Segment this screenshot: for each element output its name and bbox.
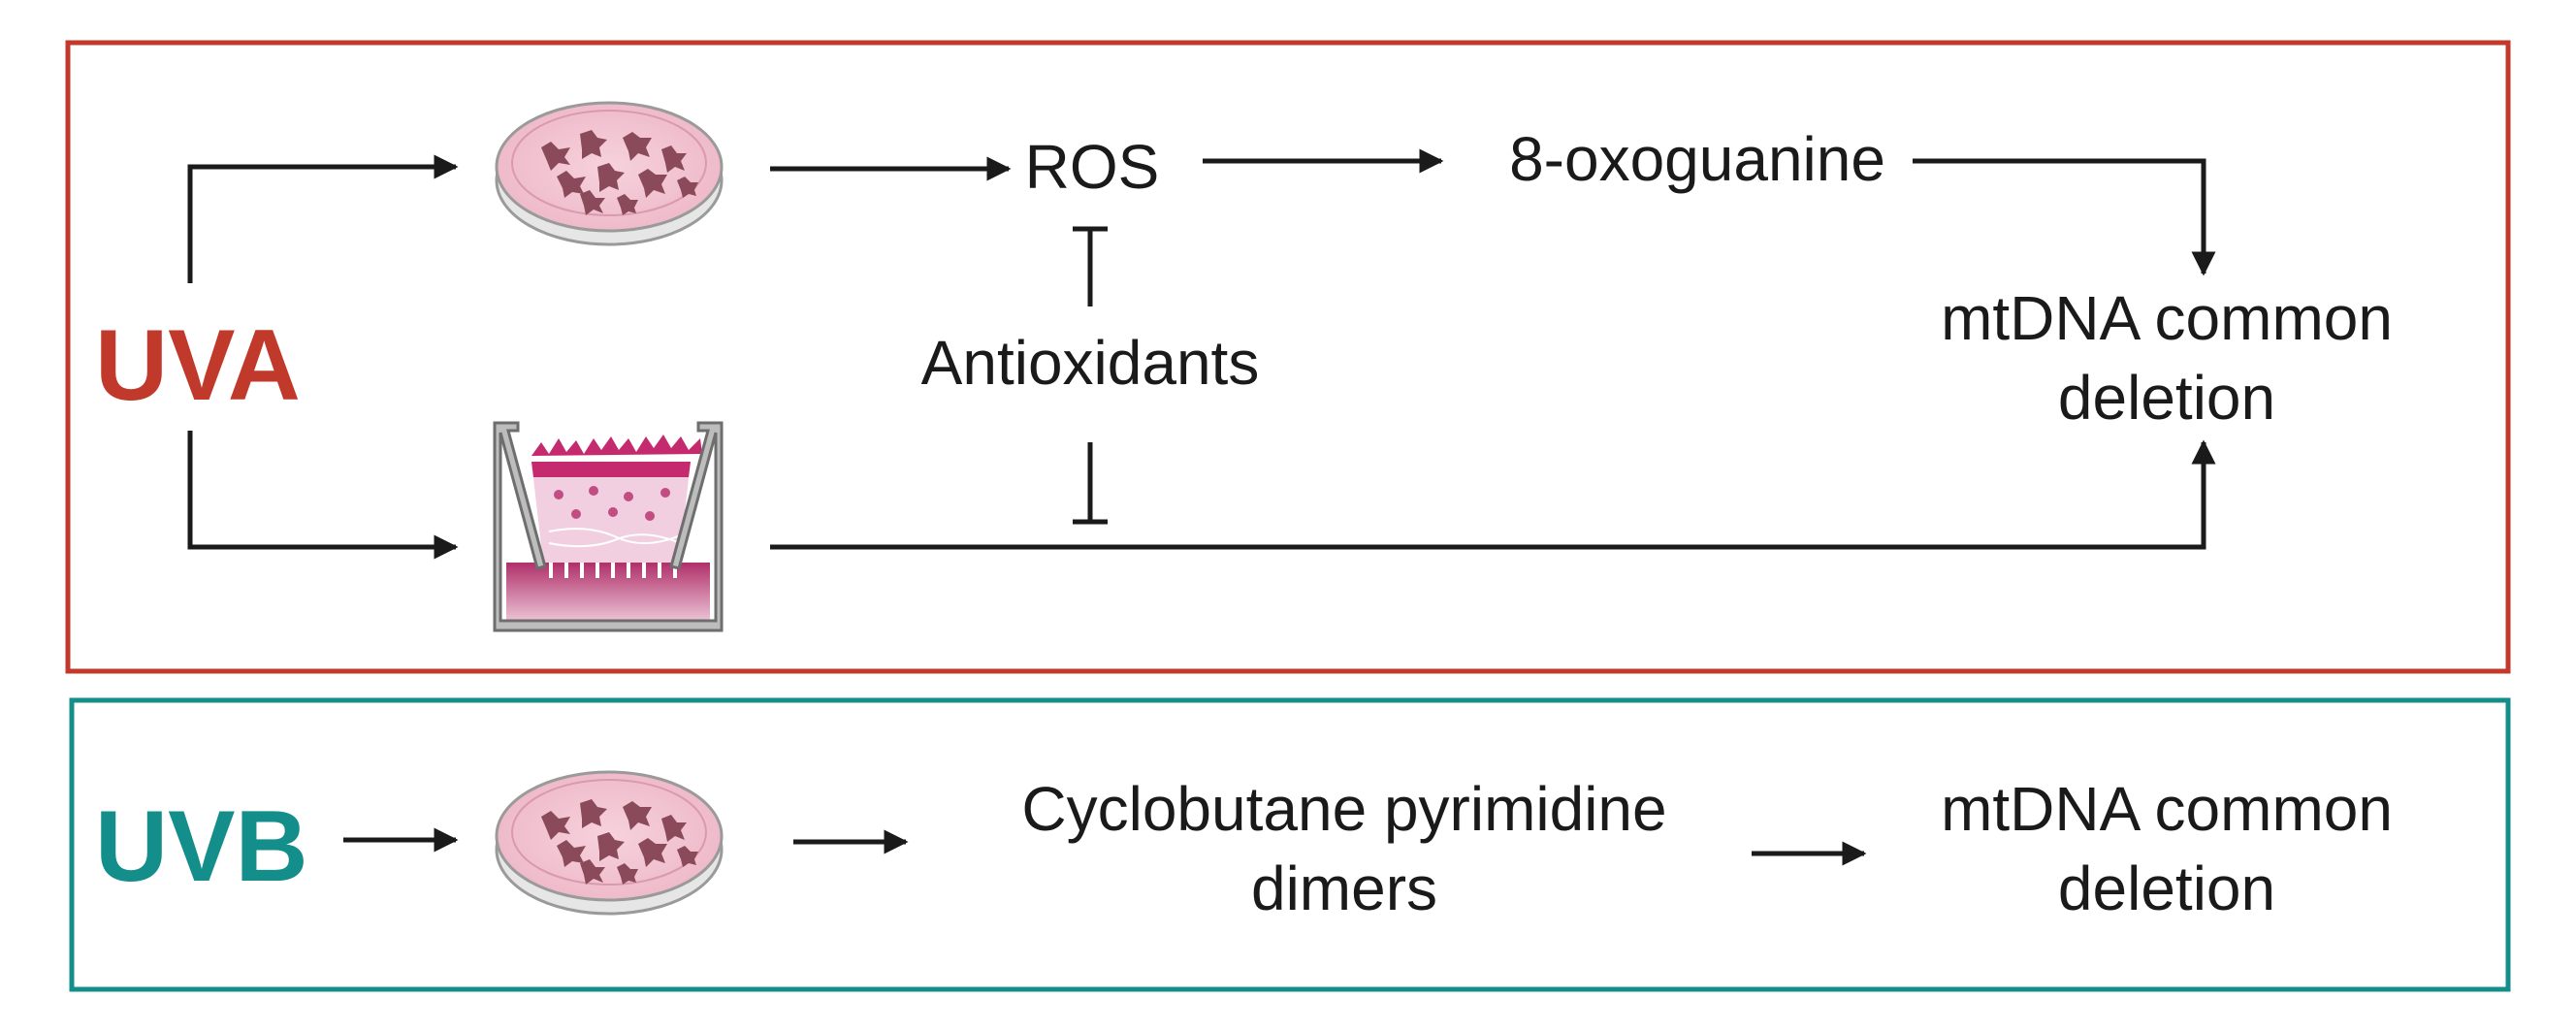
uva-label: UVA: [95, 309, 301, 422]
cpd-line2: dimers: [1251, 854, 1437, 923]
petri-dish-cells-icon: [495, 101, 724, 246]
oxoguanine-label: 8-oxoguanine: [1509, 124, 1885, 194]
uvb-outcome-line1: mtDNA common: [1941, 774, 2393, 844]
tissue-to-deletion-arrow: [770, 439, 2216, 550]
petri-dish-cells-icon-uvb: [495, 770, 724, 916]
oxoguanine-to-deletion-arrow: [1913, 158, 2216, 276]
skin-tissue-transwell-icon: [493, 421, 724, 632]
uvb-outcome-line2: deletion: [2058, 854, 2275, 923]
cpd-line1: Cyclobutane pyrimidine: [1021, 774, 1666, 844]
uva-outcome-line1: mtDNA common: [1941, 283, 2393, 353]
uva-panel: UVA: [65, 40, 2511, 674]
uvb-label: UVB: [95, 790, 308, 903]
antioxidants-label: Antioxidants: [921, 328, 1260, 398]
uva-outcome-line2: deletion: [2058, 363, 2275, 433]
uva-to-dish-arrow: [187, 154, 459, 283]
ros-label: ROS: [1025, 132, 1160, 202]
uva-to-tissue-arrow: [187, 431, 459, 560]
uvb-panel-border: [69, 697, 2511, 992]
uvb-panel: UVB Cyclobutane pyrimidine dimers mtDNA …: [69, 697, 2511, 992]
uva-panel-border: [65, 40, 2511, 674]
